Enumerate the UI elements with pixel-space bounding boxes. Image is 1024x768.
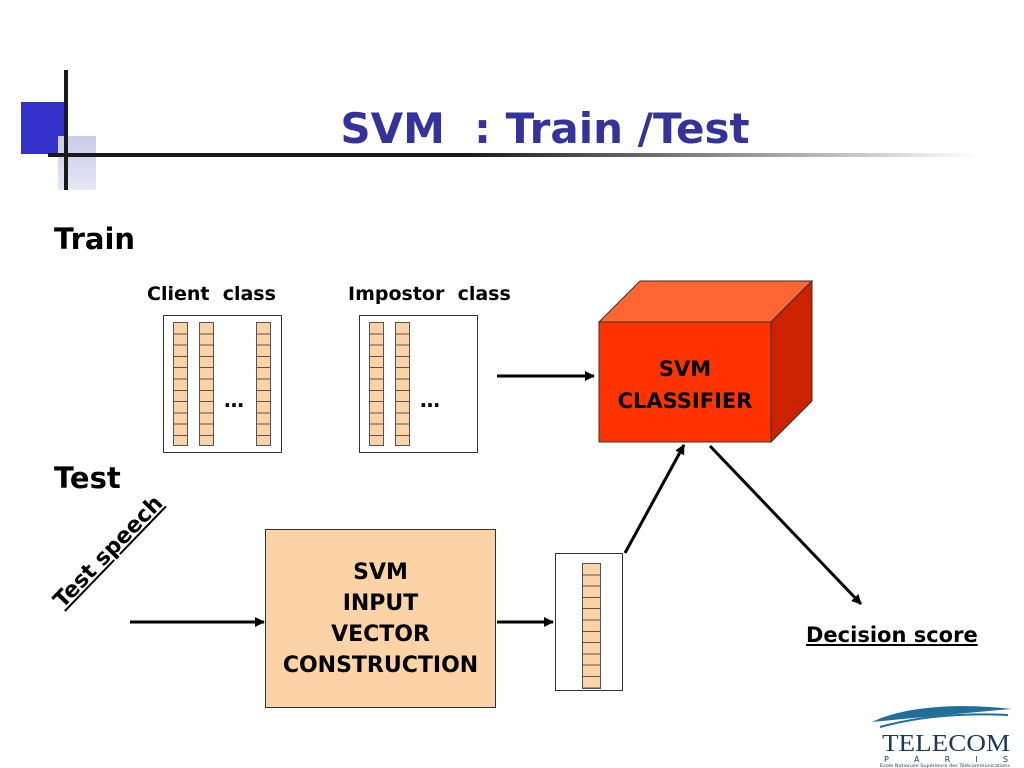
- classifier-line-2: CLASSIFIER: [618, 389, 753, 413]
- feature-vector: [369, 322, 384, 446]
- box-line-2: INPUT: [342, 590, 419, 616]
- test-vector-panel: [555, 553, 623, 691]
- classifier-line-1: SVM: [659, 357, 711, 381]
- feature-vector: [395, 322, 410, 446]
- slide-title: SVM : Train /Test: [340, 104, 750, 153]
- svm-input-vector-construction-box: SVM INPUT VECTOR CONSTRUCTION: [265, 529, 496, 708]
- title-vertical-rule: [64, 70, 68, 190]
- cube-front-face: [598, 321, 772, 443]
- logo-wave-icon: [872, 706, 1012, 722]
- arrow-classifier-to-decision: [708, 444, 863, 606]
- feature-vector: [582, 563, 601, 689]
- feature-vector: [256, 322, 271, 446]
- title-horizontal-rule: [48, 153, 978, 157]
- test-heading: Test: [54, 461, 121, 495]
- feature-vector: [173, 322, 188, 446]
- decision-score-label: Decision score: [806, 623, 978, 647]
- logo-tagline: Ecole Nationale Supérieure des Télécommu…: [880, 763, 1010, 768]
- client-class-label: Client class: [147, 283, 276, 305]
- train-heading: Train: [54, 222, 136, 256]
- arrow-vector-to-classifier: [623, 444, 686, 554]
- box-line-3: VECTOR: [331, 621, 430, 647]
- box-line-1: SVM: [353, 559, 408, 585]
- feature-vector: [199, 322, 214, 446]
- box-line-4: CONSTRUCTION: [282, 652, 479, 678]
- logo-city: P A R I S: [884, 755, 1008, 764]
- logo-name: TELECOM: [882, 731, 1010, 757]
- ellipsis: …: [420, 388, 440, 412]
- ellipsis: …: [224, 388, 244, 412]
- svm-classifier-cube: SVM CLASSIFIER: [597, 279, 814, 444]
- client-class-panel: …: [163, 315, 282, 453]
- impostor-class-label: Impostor class: [348, 283, 511, 305]
- impostor-class-panel: …: [359, 315, 478, 453]
- telecom-paris-logo: TELECOM P A R I S Ecole Nationale Supéri…: [872, 706, 1012, 768]
